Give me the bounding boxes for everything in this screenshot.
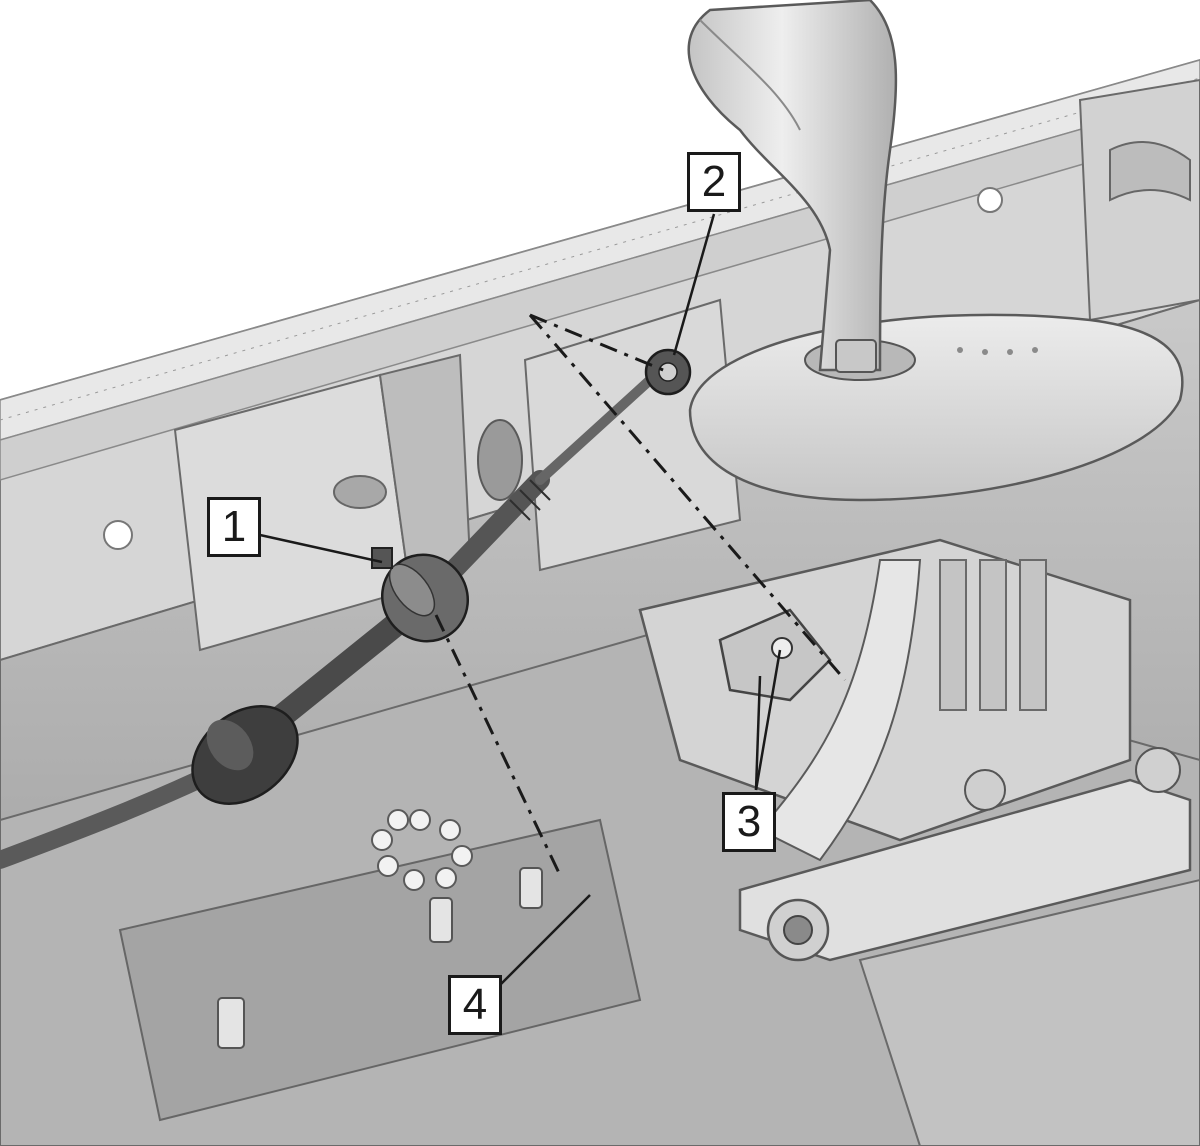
shifter-base <box>638 538 1192 962</box>
cable-grommet <box>191 705 299 805</box>
shift-knob <box>687 0 898 373</box>
callout-2: 2 <box>687 152 741 212</box>
callout-1: 1 <box>207 497 261 557</box>
callout-3: 3 <box>722 792 776 852</box>
assembly-lines <box>434 313 847 876</box>
callout-4: 4 <box>448 975 502 1035</box>
cable-end-eyelet <box>644 348 692 396</box>
right-bracket <box>977 78 1200 322</box>
cable-clip <box>371 547 470 643</box>
shift-cable <box>0 348 692 869</box>
leader-lines <box>259 213 782 986</box>
